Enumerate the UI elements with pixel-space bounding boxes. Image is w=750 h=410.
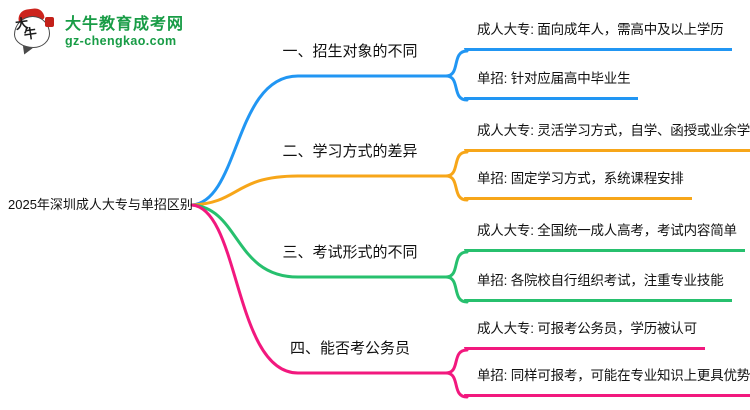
branch-2-fork-lower <box>444 174 469 202</box>
logo-red-seal <box>45 17 54 27</box>
branch-1-label: 一、招生对象的不同 <box>282 43 418 60</box>
site-name: 大牛教育成考网 <box>65 16 185 33</box>
branch-4-main-line <box>190 203 448 375</box>
logo-bubble-text: 大牛 <box>14 15 38 42</box>
leaf-4-chengren: 成人大专: 可报考公务员，学历被认可 <box>464 319 705 350</box>
site-url: gz-chengkao.com <box>65 34 177 48</box>
branch-4-fork-lower <box>444 371 469 399</box>
branch-3-main-line <box>190 203 448 279</box>
leaf-2-danzhao: 单招: 固定学习方式，系统课程安排 <box>464 169 692 200</box>
branch-4-label: 四、能否考公务员 <box>289 340 410 357</box>
leaf-3-danzhao: 单招: 各院校自行组织考试，注重专业技能 <box>464 271 732 302</box>
leaf-1-chengren: 成人大专: 面向成年人，需高中及以上学历 <box>464 20 732 51</box>
logo-bubble-tail <box>21 46 33 56</box>
branch-3-fork-lower <box>444 275 469 304</box>
site-logo: 大牛 大牛教育成考网 gz-chengkao.com <box>13 7 184 56</box>
leaf-3-chengren: 成人大专: 全国统一成人高考，考试内容简单 <box>464 221 745 252</box>
branch-1-main-line <box>190 74 448 207</box>
logo-bubble <box>14 16 50 48</box>
branch-2-label: 二、学习方式的差异 <box>282 143 418 160</box>
logo-texts: 大牛教育成考网 gz-chengkao.com <box>65 8 184 48</box>
leaf-2-chengren: 成人大专: 灵活学习方式，自学、函授或业余学习 <box>464 121 750 152</box>
central-topic: 2025年深圳成人大专与单招区别 <box>8 197 193 212</box>
leaf-4-danzhao: 单招: 同样可报考，可能在专业知识上更具优势 <box>464 366 750 397</box>
daniu-bubble-icon: 大牛 <box>13 7 57 56</box>
branch-3-label: 三、考试形式的不同 <box>282 244 418 261</box>
branch-2-main-line <box>190 174 448 207</box>
leaf-1-danzhao: 单招: 针对应届高中毕业生 <box>464 69 639 100</box>
branch-1-fork-lower <box>444 74 469 102</box>
